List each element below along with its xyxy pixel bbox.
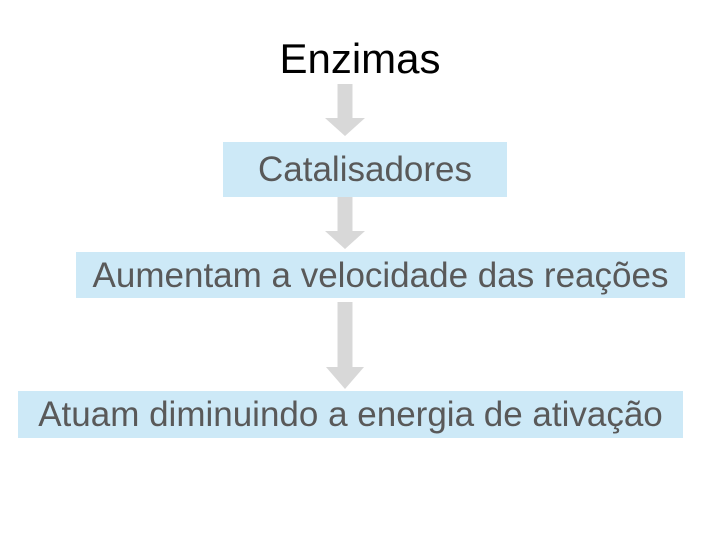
down-arrow-shape: [326, 302, 364, 389]
flow-box-energia-ativacao: Atuam diminuindo a energia de ativação: [18, 391, 683, 438]
down-arrow-icon: [326, 302, 364, 389]
down-arrow-icon: [325, 84, 365, 136]
flow-box-velocidade: Aumentam a velocidade das reações: [76, 252, 685, 298]
flow-box-label: Catalisadores: [258, 150, 472, 189]
flow-box-label: Atuam diminuindo a energia de ativação: [38, 395, 663, 434]
down-arrow-shape: [325, 197, 365, 249]
slide-title: Enzimas: [279, 35, 441, 82]
down-arrow-shape: [325, 84, 365, 136]
down-arrow-icon: [325, 197, 365, 249]
flow-box-catalisadores: Catalisadores: [223, 142, 507, 197]
flow-box-label: Aumentam a velocidade das reações: [92, 255, 669, 295]
